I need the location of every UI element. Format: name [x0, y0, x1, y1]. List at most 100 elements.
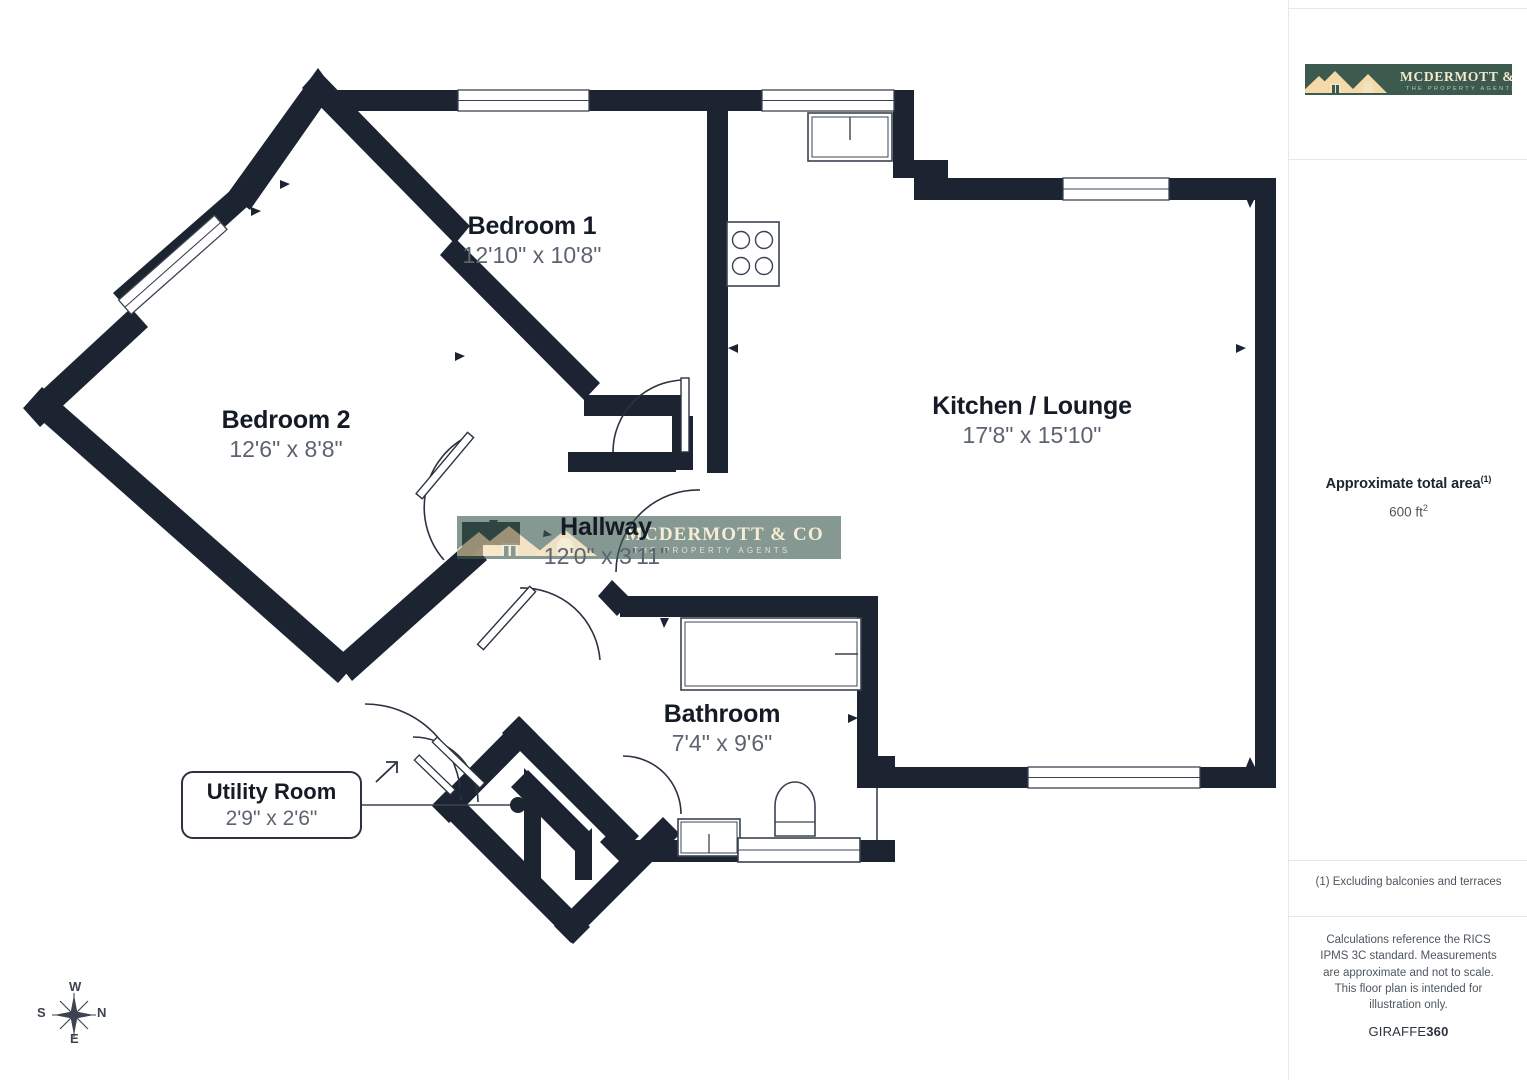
footnote-exclusions: (1) Excluding balconies and terraces: [1315, 876, 1502, 888]
compass-rose: W S N E: [33, 975, 115, 1055]
disclaimer-text: Calculations reference the RICS IPMS 3C …: [1320, 934, 1497, 1012]
total-area-title-superscript: (1): [1480, 474, 1492, 484]
room-dimensions-utility-room: 2'9" x 2'6": [225, 806, 318, 830]
door-utility-leaf: [431, 736, 486, 789]
floor-plan-canvas: Bedroom 1 12'10" x 10'8" Bedroom 2 12'6"…: [23, 68, 1276, 1055]
agency-logo: MCDERMOTT & CO THE PROPERTY AGENTS: [1305, 64, 1512, 95]
total-area-title: Approximate total area(1): [1289, 474, 1527, 492]
wall-utility-inner-h2: [575, 828, 592, 880]
provider-brand-suffix: 360: [1426, 1024, 1449, 1039]
room-dimensions-bedroom-2: 12'6" x 8'8": [229, 436, 343, 462]
wall-bathroom-north: [660, 596, 878, 617]
total-area-value-superscript: 2: [1422, 502, 1428, 513]
wall-bedroom1-south-a: [584, 395, 688, 416]
door-bedroom1-swing: [612, 379, 686, 453]
marker-bathroom-nw: [660, 618, 669, 628]
logo-brand-name: MCDERMOTT & CO: [1400, 69, 1512, 84]
marker-bedroom2-west: [55, 403, 65, 412]
compass-icon: [52, 993, 96, 1037]
wall-bedroom2-lower-left: [23, 308, 148, 427]
doors-group: [364, 377, 701, 815]
window-bedroom2-diagonal: [117, 214, 228, 316]
room-label-bedroom-1: Bedroom 1 12'10" x 10'8": [463, 212, 602, 269]
floor-plan-drawing: [23, 68, 1276, 944]
room-label-bathroom: Bathroom 7'4" x 9'6": [664, 700, 781, 757]
fixture-hob: [726, 221, 780, 287]
wall-hallway-south-diag2: [598, 580, 632, 616]
marker-hallway-top: [570, 462, 579, 472]
wall-bedroom2-nw: [228, 68, 334, 210]
room-label-hallway: Hallway 12'0" x 3'11": [544, 513, 668, 570]
wall-hallway-south-diag: [620, 596, 668, 617]
wall-kitchen-lounge-sw: [857, 596, 878, 788]
wall-top-bedroom1-a: [326, 90, 460, 111]
marker-utility-a: [528, 855, 537, 865]
hob-burner-1: [731, 230, 751, 250]
marker-utility-b: [460, 786, 470, 795]
room-dimensions-kitchen-lounge: 17'8" x 15'10": [962, 422, 1102, 448]
wall-kitchen-south-a: [871, 767, 1031, 788]
hob-burner-3: [731, 256, 751, 276]
door-bathroom-swing: [519, 587, 601, 661]
total-area-value: 600 ft2: [1289, 503, 1527, 520]
compass-label-left: S: [37, 1005, 46, 1020]
marker-kitchen-se: [1246, 757, 1255, 767]
room-dimensions-bathroom: 7'4" x 9'6": [671, 730, 773, 756]
panel-divider-area: [1289, 860, 1527, 861]
hob-burner-4: [754, 256, 774, 276]
panel-divider-footnote: [1289, 916, 1527, 917]
logo-roof-icon: [1305, 71, 1387, 93]
wall-hallway-top-b: [588, 452, 676, 472]
compass-label-bottom: E: [70, 1031, 79, 1046]
compass-label-top: W: [69, 979, 82, 994]
door-utility-closet: [622, 755, 682, 815]
marker-bathroom-sw: [660, 843, 669, 853]
door-bedroom2-swing: [423, 435, 469, 561]
wall-kitchen-north-a: [938, 178, 1066, 200]
door-bedroom1-leaf: [680, 377, 690, 453]
compass-label-right: N: [97, 1005, 107, 1020]
wall-kitchen-north-b: [1168, 178, 1276, 200]
provider-brand: GIRAFFE360: [1289, 1024, 1527, 1039]
marker-bedroom2-inner: [251, 207, 261, 216]
marker-kitchen-ne: [1246, 198, 1255, 208]
door-utility-swing-outer: [364, 703, 462, 801]
wall-bedroom2-bottom-left: [25, 387, 356, 683]
room-name-utility-room: Utility Room: [206, 779, 337, 805]
door-utility-swing-inner: [412, 736, 479, 803]
room-label-bedroom-2: Bedroom 2 12'6" x 8'8": [222, 406, 351, 463]
room-name-kitchen-lounge: Kitchen / Lounge: [932, 392, 1132, 420]
room-dimensions-hallway: 12'0" x 3'11": [543, 543, 669, 569]
marker-kitchen-west: [728, 344, 738, 353]
wall-hallway-west-b: [462, 522, 483, 560]
fixture-bathtub: [680, 617, 862, 691]
panel-top-divider: [1289, 8, 1527, 9]
wall-bedroom2-inner-diag2: [440, 238, 600, 400]
fixture-toilet: [774, 781, 816, 837]
wall-bedroom2-bottom-right: [335, 540, 487, 681]
room-dimensions-bedroom-1: 12'10" x 10'8": [462, 242, 602, 268]
wall-kitchen-step-1: [893, 90, 914, 178]
door-bedroom2-leaf: [415, 431, 475, 500]
wall-bathroom-sw-diag: [630, 840, 662, 862]
wall-bedroom1-kitchen-divider: [707, 90, 728, 385]
wall-utility-inner-h: [511, 770, 592, 851]
wall-utility-sw: [433, 787, 590, 944]
room-name-hallway: Hallway: [560, 513, 652, 541]
information-panel: MCDERMOTT & CO THE PROPERTY AGENTS Appro…: [1288, 0, 1527, 1080]
wall-utility-ne: [502, 716, 639, 853]
windows-group: [117, 89, 1201, 789]
wall-kitchen-east: [1255, 178, 1276, 788]
wall-kitchen-south-b: [1198, 767, 1276, 788]
marker-bedroom2-nw: [280, 180, 290, 189]
wall-bathroom-sw-angle: [600, 826, 638, 864]
door-bathroom-leaf: [476, 585, 537, 651]
wall-bedroom1-kitchen-divider-2: [707, 385, 728, 473]
wall-top-bedroom1-b: [588, 90, 764, 111]
utility-leader-group: [362, 761, 526, 813]
room-name-bedroom-1: Bedroom 1: [467, 212, 597, 240]
total-area-title-text: Approximate total area: [1325, 475, 1481, 492]
marker-kitchen-east: [1236, 344, 1246, 353]
panel-divider-logo: [1289, 159, 1527, 160]
